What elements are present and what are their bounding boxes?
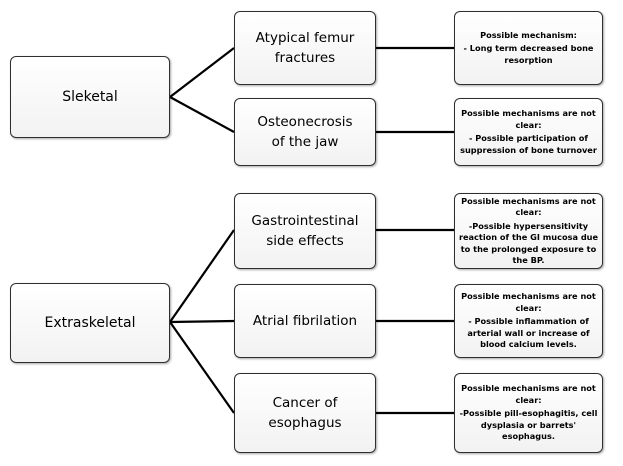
category-label: Sleketal [62,89,118,105]
mechanism-text: - Possible participation of suppression … [460,133,597,155]
mechanism-femur: Possible mechanism: - Long term decrease… [454,11,603,85]
effect-atrial-fibrilation: Atrial fibrilation [234,284,376,358]
effect-gastrointestinal: Gastrointestinal side effects [234,193,376,269]
connector-extra-af [169,319,235,324]
effect-label: fractures [274,50,336,66]
mechanism-heading: Possible mechanisms are not clear: [461,291,596,313]
connector-skeletal-jaw [169,96,235,133]
mechanism-gi: Possible mechanisms are not clear: -Poss… [454,193,603,269]
effect-label: Gastrointestinal [251,213,359,229]
effect-label: Atypical femur [255,30,355,46]
effect-osteonecrosis-jaw: Osteonecrosis of the jaw [234,98,376,166]
mechanism-heading: Possible mechanisms are not clear: [461,108,596,130]
mechanism-heading: Possible mechanisms are not clear: [461,383,596,405]
mechanism-af: Possible mechanisms are not clear: - Pos… [454,284,603,358]
effect-label: Osteonecrosis [257,114,353,130]
category-skeletal: Sleketal [10,56,170,138]
mechanism-jaw: Possible mechanisms are not clear: - Pos… [454,98,603,166]
effect-label: of the jaw [271,134,339,150]
mechanism-text: - Long term decreased bone resorption [463,43,594,65]
connector-extra-gi [169,229,235,323]
category-extraskeletal: Extraskeletal [10,283,170,363]
effect-label: Cancer of esophagus [268,395,342,431]
effect-label: side effects [266,233,344,249]
connector-skeletal-femur [169,47,235,98]
mechanism-text: -Possible hypersensitivity reaction of t… [458,220,599,266]
effect-atypical-femur-fractures: Atypical femur fractures [234,11,376,85]
mechanism-heading: Possible mechanism: [480,29,577,40]
mechanism-cancer: Possible mechanisms are not clear: -Poss… [454,373,603,453]
effect-cancer-esophagus: Cancer of esophagus [234,373,376,453]
mechanism-heading: Possible mechanisms are not clear: [461,195,596,218]
effect-label: Atrial fibrilation [252,313,358,329]
mechanism-text: - Possible inflammation of arterial wall… [467,316,590,350]
connector-extra-cancer [169,321,235,414]
category-label: Extraskeletal [44,315,136,331]
mechanism-text: -Possible pill-esophagitis, cell dysplas… [459,408,598,442]
